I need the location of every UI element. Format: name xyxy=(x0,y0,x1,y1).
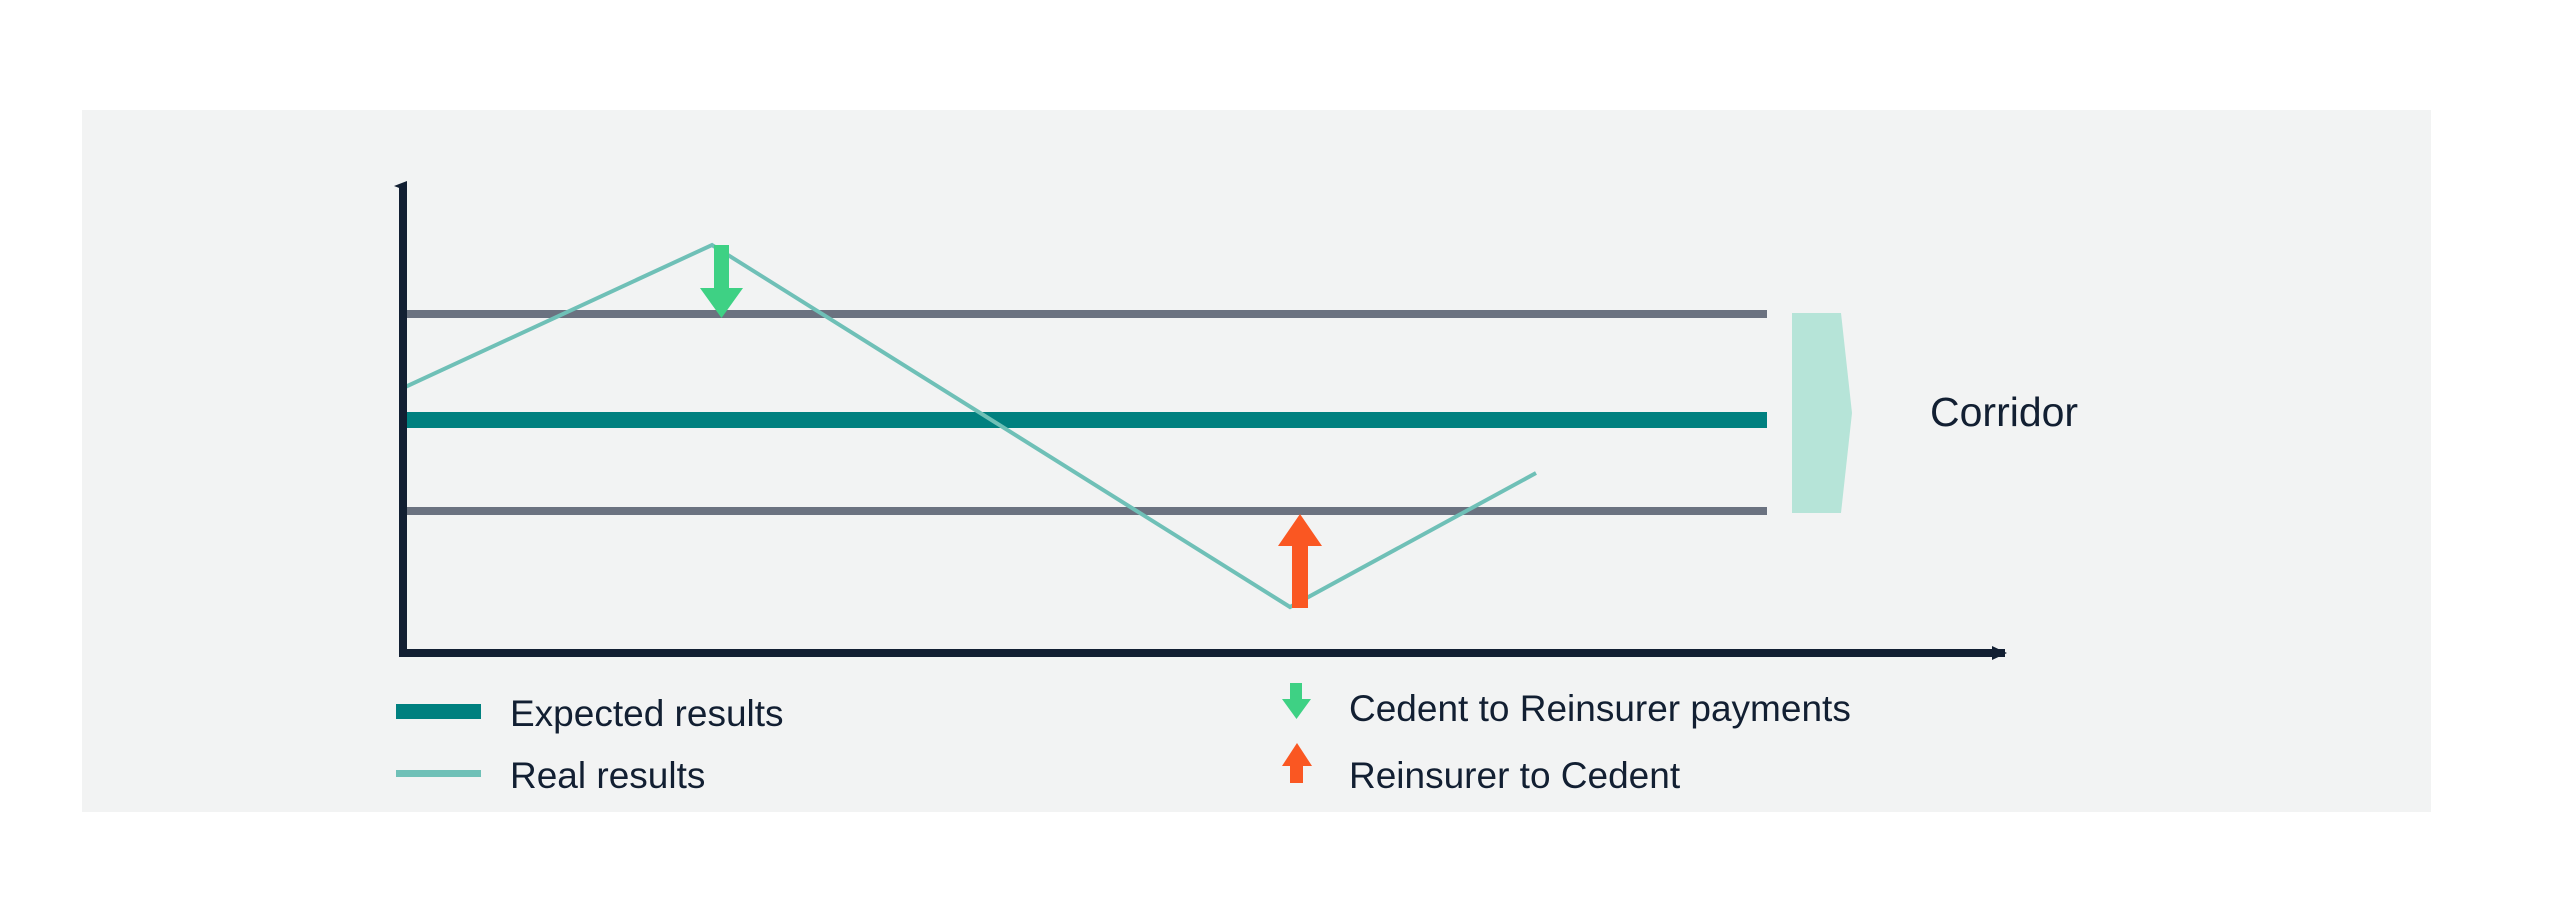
legend-label-cedent-to-reinsurer: Cedent to Reinsurer payments xyxy=(1349,688,1851,729)
legend-label-real-results: Real results xyxy=(510,755,706,796)
legend-label-reinsurer-to-cedent: Reinsurer to Cedent xyxy=(1349,755,1681,796)
reinsurer-to-cedent-arrow-icon xyxy=(1278,514,1322,608)
legend-label-expected-results: Expected results xyxy=(510,693,784,734)
corridor-label: Corridor xyxy=(1930,389,2079,435)
legend-swatch-real-results xyxy=(396,770,481,777)
diagram-panel xyxy=(82,110,2431,812)
cedent-to-reinsurer-arrow-icon xyxy=(700,245,743,318)
legend-swatch-expected-results xyxy=(396,704,481,719)
real-results-line xyxy=(402,242,1537,610)
legend-arrow-down-icon xyxy=(1282,683,1311,719)
corridor-bracket xyxy=(1792,313,1852,513)
legend-arrow-up-icon xyxy=(1282,743,1312,783)
